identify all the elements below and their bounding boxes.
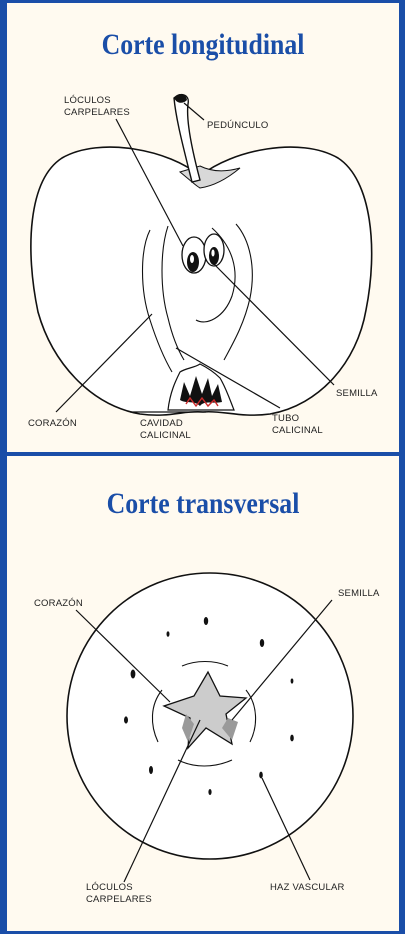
label-loculos-line2: CARPELARES	[64, 107, 130, 118]
label-pedunculo: PEDÚNCULO	[207, 120, 268, 131]
longitudinal-apple-drawing: LÓCULOS CARPELARES PEDÚNCULO SEMILLA COR…	[28, 94, 378, 441]
label-loculos-trans-line2: CARPELARES	[86, 894, 152, 905]
label-loculos-line1: LÓCULOS	[64, 95, 111, 106]
label-corazon-trans: CORAZÓN	[34, 598, 83, 609]
vascular-bundle-icon	[260, 639, 264, 647]
label-cavidad-line2: CALICINAL	[140, 430, 191, 441]
vascular-bundle-icon	[124, 716, 128, 723]
label-tubo-line1: TUBO	[272, 413, 299, 424]
label-haz-vascular: HAZ VASCULAR	[270, 882, 345, 893]
label-loculos-trans-line1: LÓCULOS	[86, 882, 133, 893]
transversal-apple-drawing: CORAZÓN SEMILLA LÓCULOS CARPELARES HAZ V…	[34, 573, 380, 905]
vascular-bundle-icon	[131, 670, 136, 679]
vascular-bundle-icon	[167, 631, 170, 637]
vascular-bundle-icon	[204, 617, 208, 625]
vascular-bundle-icon	[291, 678, 294, 683]
vascular-bundle-icon	[290, 735, 294, 742]
seed-right-icon	[209, 247, 219, 265]
label-semilla: SEMILLA	[336, 388, 378, 399]
label-semilla-trans: SEMILLA	[338, 588, 380, 599]
label-tubo-line2: CALICINAL	[272, 425, 323, 436]
vascular-bundle-icon	[208, 789, 211, 795]
vascular-bundle-icon	[149, 766, 153, 774]
vascular-bundle-icon	[259, 772, 263, 779]
label-corazon: CORAZÓN	[28, 418, 77, 429]
label-cavidad-line1: CAVIDAD	[140, 418, 183, 429]
